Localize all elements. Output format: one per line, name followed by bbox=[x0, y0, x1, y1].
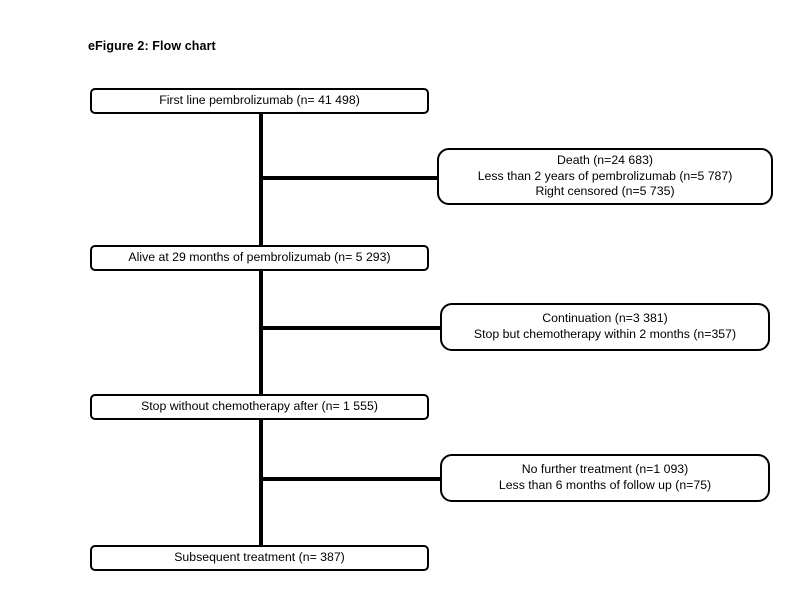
node-exclusion-1-text-2: Less than 2 years of pembrolizumab (n=5 … bbox=[477, 168, 733, 183]
connector-trunk-2 bbox=[259, 271, 263, 398]
node-first-line-pembrolizumab-text-1: First line pembrolizumab (n= 41 498) bbox=[159, 93, 360, 108]
connector-branch-exclusion-2 bbox=[259, 326, 442, 330]
node-exclusion-2-text-2: Stop but chemotherapy within 2 months (n… bbox=[473, 327, 737, 341]
node-alive-at-29-months: Alive at 29 months of pembrolizumab (n= … bbox=[90, 245, 429, 271]
node-exclusion-1-text-3: Right censored (n=5 735) bbox=[535, 184, 675, 199]
node-subsequent-treatment: Subsequent treatment (n= 387) bbox=[90, 545, 429, 571]
node-subsequent-treatment-text-1: Subsequent treatment (n= 387) bbox=[174, 550, 345, 565]
node-exclusion-3-text-2: Less than 6 months of follow up (n=75) bbox=[498, 478, 712, 492]
node-exclusion-3: No further treatment (n=1 093) Less than… bbox=[440, 454, 770, 502]
node-stop-without-chemotherapy-text-1: Stop without chemotherapy after (n= 1 55… bbox=[141, 399, 378, 414]
connector-branch-exclusion-3 bbox=[259, 477, 442, 481]
node-alive-at-29-months-text-1: Alive at 29 months of pembrolizumab (n= … bbox=[128, 250, 391, 265]
node-exclusion-2-text-1: Continuation (n=3 381) bbox=[542, 311, 668, 326]
node-exclusion-2: Continuation (n=3 381) Stop but chemothe… bbox=[440, 303, 770, 351]
node-first-line-pembrolizumab: First line pembrolizumab (n= 41 498) bbox=[90, 88, 429, 114]
connector-branch-exclusion-1 bbox=[259, 176, 439, 180]
connector-trunk-3 bbox=[259, 420, 263, 548]
connector-trunk-1 bbox=[259, 113, 263, 248]
node-exclusion-1-text-1: Death (n=24 683) bbox=[556, 152, 654, 167]
node-stop-without-chemotherapy: Stop without chemotherapy after (n= 1 55… bbox=[90, 394, 429, 420]
node-exclusion-1: Death (n=24 683) Less than 2 years of pe… bbox=[437, 148, 773, 205]
page-title: eFigure 2: Flow chart bbox=[88, 39, 216, 53]
node-exclusion-3-text-1: No further treatment (n=1 093) bbox=[521, 462, 689, 477]
